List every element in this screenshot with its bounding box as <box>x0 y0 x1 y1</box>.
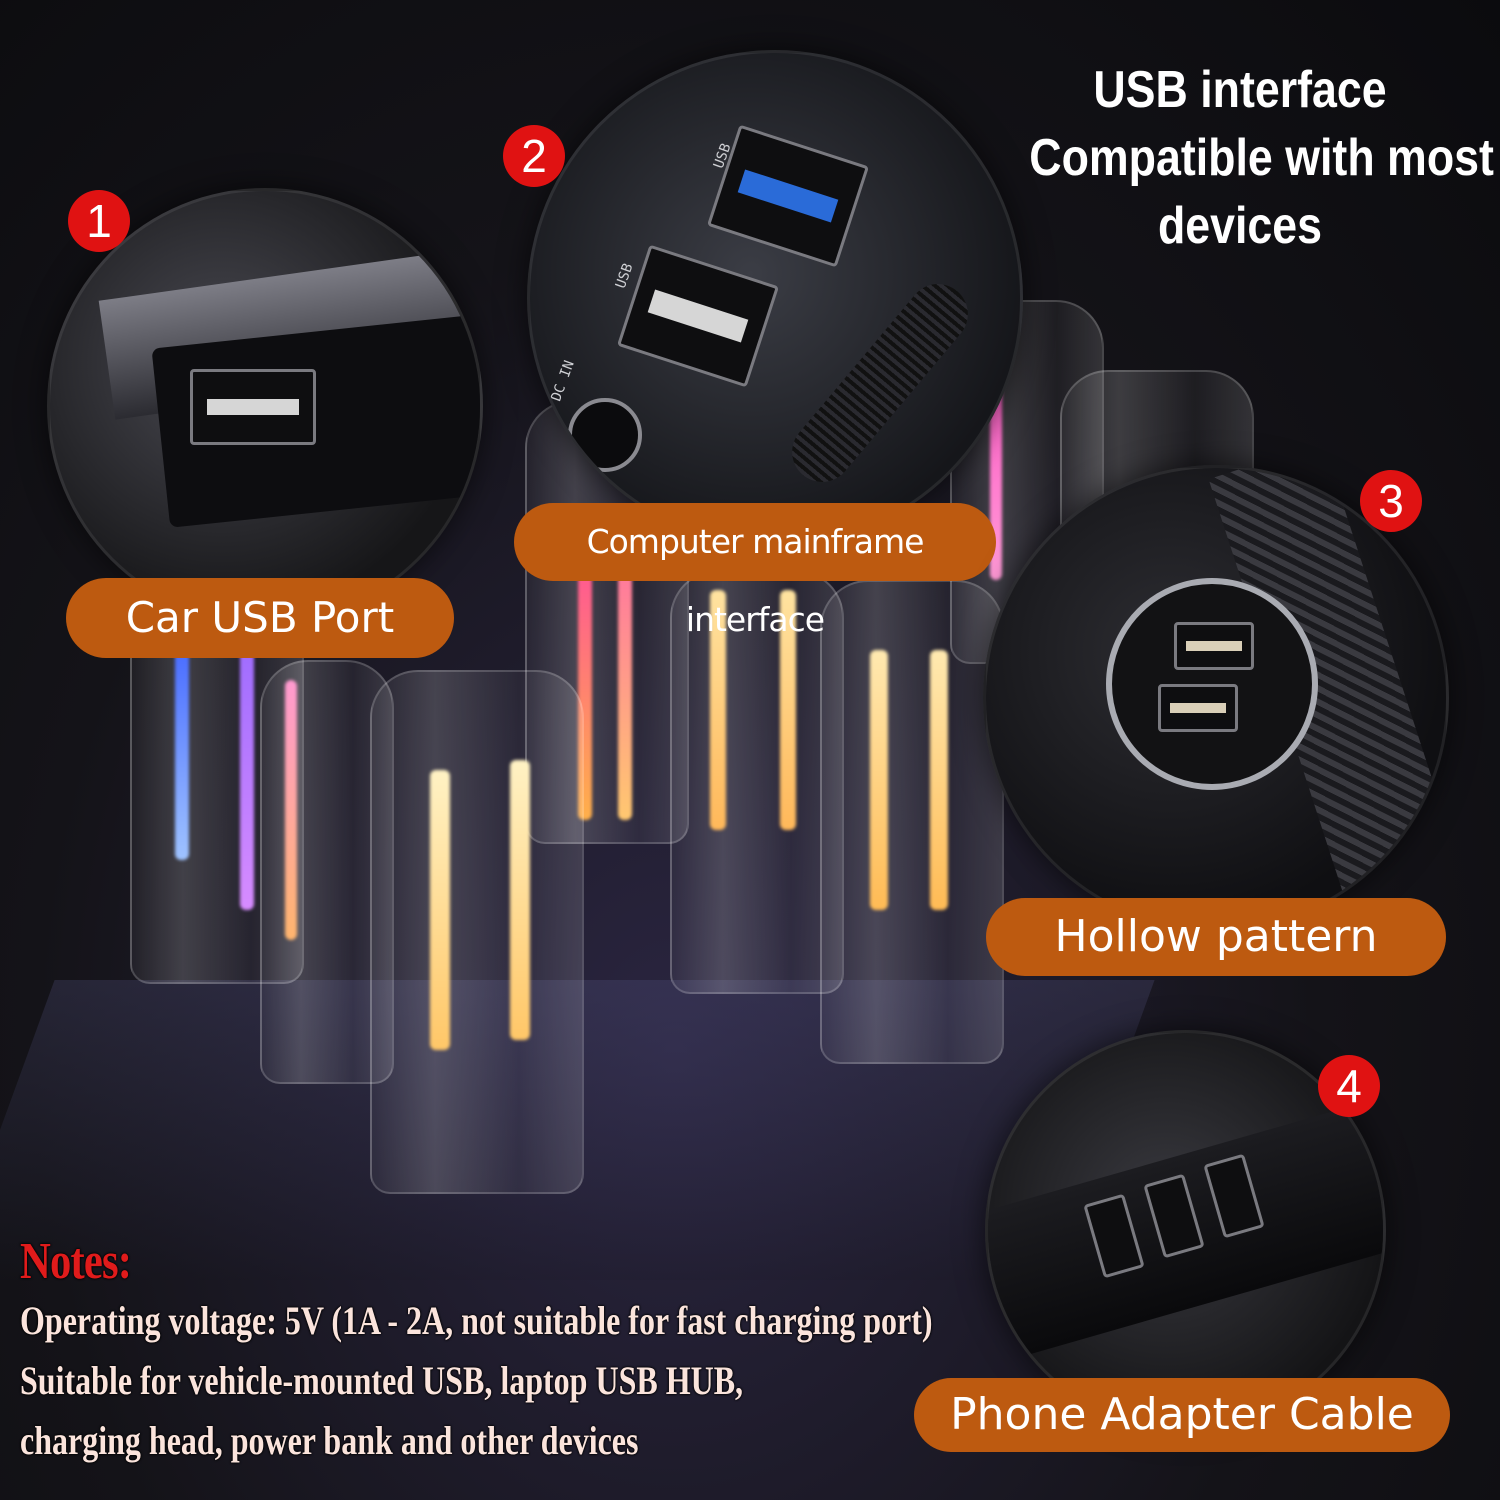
panel-1-label: Car USB Port <box>66 578 454 658</box>
headline-line-3: devices <box>1157 197 1323 255</box>
tube-glow <box>780 590 796 830</box>
note-line: charging head, power bank and other devi… <box>20 1418 639 1463</box>
note-line: Suitable for vehicle-mounted USB, laptop… <box>20 1358 744 1403</box>
notes-section: Notes: Operating voltage: 5V (1A - 2A, n… <box>20 1232 1070 1471</box>
tube-glow <box>510 760 530 1040</box>
glass-tube <box>260 660 394 1084</box>
glass-tube <box>130 600 304 984</box>
tube-glow <box>285 680 297 940</box>
tube-glow <box>618 540 632 820</box>
tube-glow <box>240 650 254 910</box>
glass-tube <box>370 670 584 1194</box>
vent-grille <box>779 271 981 495</box>
panel-4-label: Phone Adapter Cable <box>914 1378 1450 1452</box>
tube-glow <box>430 770 450 1050</box>
glass-tube <box>820 580 1004 1064</box>
tube-glow <box>930 650 948 910</box>
computer-usb-ports-photo: USB USB DC IN <box>527 50 1023 546</box>
panel-1-number-badge: 1 <box>68 190 130 252</box>
panel-2-number-badge: 2 <box>503 125 565 187</box>
headline-line-1: USB interface <box>1093 61 1387 119</box>
usb-port-icon <box>1158 684 1238 732</box>
tube-glow <box>870 650 888 910</box>
panel-3-number-badge: 3 <box>1360 470 1422 532</box>
usb-port-icon <box>616 244 780 388</box>
usb-port-icon <box>190 369 316 445</box>
usb-mark: USB <box>612 261 637 291</box>
tube-glow <box>710 590 726 830</box>
dc-in-jack-icon <box>568 398 642 472</box>
panel-3-label: Hollow pattern <box>986 898 1446 976</box>
panel-2-label: Computer mainframe interface <box>514 503 996 639</box>
headline: USB interface Compatible with most devic… <box>1029 56 1494 260</box>
glass-tube <box>670 570 844 994</box>
note-line: Operating voltage: 5V (1A - 2A, not suit… <box>20 1298 933 1343</box>
tube-glow <box>175 650 189 860</box>
notes-title: Notes: <box>20 1233 132 1290</box>
panel-4-number-badge: 4 <box>1318 1055 1380 1117</box>
car-usb-port-photo <box>47 188 483 624</box>
headline-line-2: Compatible with most <box>1029 129 1494 187</box>
car-charger-icon <box>1106 578 1318 790</box>
dc-in-mark: DC IN <box>548 358 578 404</box>
usb-port-icon <box>1174 622 1254 670</box>
car-charger-socket-photo <box>983 465 1449 931</box>
tube-glow <box>578 540 592 820</box>
